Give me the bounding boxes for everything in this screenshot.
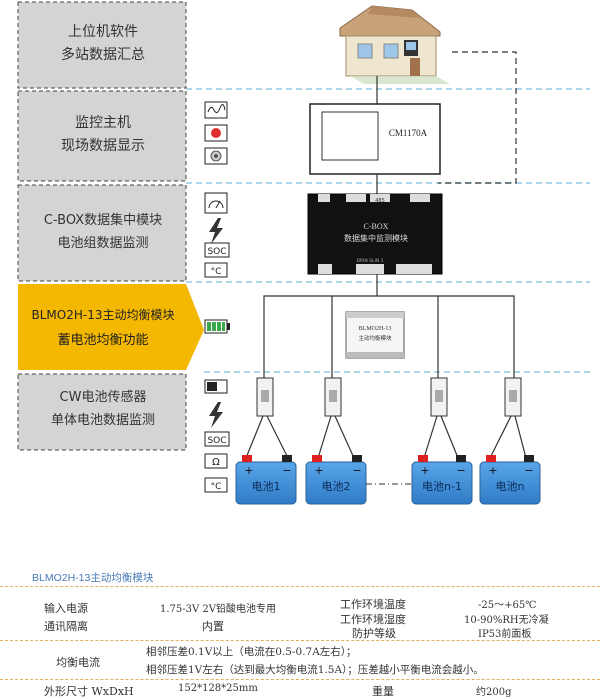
layer-3-line2: 电池组数据监测 [57, 236, 148, 251]
battery-1-label: 电池1 [252, 480, 281, 493]
battery-4-minus: − [524, 464, 533, 477]
monitor-label: CM1170A [389, 128, 428, 138]
battery-3-plus: + [420, 464, 429, 477]
cbox-label-1: C-BOX [364, 222, 389, 231]
cbox-label-2: 数据集中监测模块 [344, 233, 408, 243]
spec-protection-label: 防护等级 [352, 627, 396, 640]
blmo-module [345, 311, 405, 359]
layer-panel-2 [17, 90, 187, 182]
battery-2-minus: − [352, 464, 361, 477]
temperature-icon-2 [204, 477, 228, 493]
battery-1-plus: + [244, 464, 253, 477]
monitor-device [309, 103, 441, 175]
spec-protection-value: IP53前面板 [478, 629, 532, 640]
layer-4-line1: BLMO2H-13主动均衡模块 [32, 308, 175, 322]
layer-2-line2: 现场数据显示 [61, 138, 145, 154]
waveform-icon [204, 101, 228, 119]
spec-title: BLMO2H-13主动均衡模块 [32, 572, 154, 584]
battery-2-plus: + [314, 464, 323, 477]
house-icon [339, 5, 450, 84]
temperature-icon [204, 262, 228, 278]
spec-balance-line-2: 相邻压差1V左右（达到最大均衡电流1.5A）；压差越小平衡电流会越小。 [146, 664, 484, 676]
soc-icon-label-1: SOC [207, 247, 226, 257]
layer-5-line2: 单体电池数据监测 [51, 413, 155, 428]
spec-weight-label: 重量 [372, 685, 394, 698]
temperature-icon-label-1: °C [211, 267, 222, 277]
spec-comm-isolation-value: 内置 [202, 620, 224, 633]
layer-1-line1: 上位机软件 [68, 24, 138, 40]
layer-5-line1: CW电池传感器 [60, 389, 147, 405]
spec-input-power-label: 输入电源 [44, 602, 88, 615]
layer-4-line2: 蓄电池均衡功能 [57, 333, 148, 348]
link-house-cbox-dashed [438, 51, 517, 184]
ohm-icon-label: Ω [212, 457, 220, 468]
battery-4-label: 电池n [496, 480, 525, 493]
layer-2-line1: 监控主机 [75, 115, 131, 131]
soc-icon-label-2: SOC [207, 436, 226, 446]
spec-work-temp-label: 工作环境温度 [340, 598, 406, 611]
battery-sensor-2 [324, 377, 342, 417]
battery-3 [411, 455, 473, 505]
layer-panel-1 [17, 1, 187, 89]
cbox-port-b: DRIN SLIN 1 [356, 258, 383, 264]
spec-input-power-value: 1.75-3V 2V铅酸电池专用 [160, 604, 276, 615]
layer-panel-5 [17, 373, 187, 451]
battery-sensor-1 [256, 377, 274, 417]
battery-sensor-3 [430, 377, 448, 417]
temperature-icon-label-2: °C [211, 482, 222, 492]
layer-panel-3 [17, 184, 187, 282]
battery-1-minus: − [282, 464, 291, 477]
lightning-icon [209, 218, 223, 244]
system-diagram: 上位机软件 多站数据汇总 监控主机 现场数据显示 C-BOX数据集中模块 电池组… [17, 1, 590, 505]
spec-balance-current-label: 均衡电流 [56, 656, 100, 669]
blmo-label-1: BLMO2H-13 [359, 326, 392, 332]
lightning-icon-2 [209, 402, 223, 428]
battery-4-plus: + [488, 464, 497, 477]
soc-icon [204, 242, 230, 258]
battery-4 [479, 455, 541, 505]
spec-section: BLMO2H-13主动均衡模块 输入电源 1.75-3V 2V铅酸电池专用 通讯… [0, 562, 600, 699]
alarm-light-icon [204, 124, 228, 142]
spec-comm-isolation-label: 通讯隔离 [44, 620, 88, 633]
battery-2-label: 电池2 [322, 480, 351, 493]
spec-work-temp-value: -25～+65℃ [478, 600, 537, 611]
blmo-label-2: 主动均衡模块 [358, 334, 392, 342]
battery-3-minus: − [456, 464, 465, 477]
cbox-port-a: 485 [375, 198, 385, 204]
meter-icon [204, 192, 228, 214]
battery-status-icon [204, 379, 228, 394]
camera-icon [204, 147, 228, 165]
layer-panel-4-highlight [18, 284, 204, 370]
spec-dimensions-value: 152*128*25mm [178, 683, 258, 694]
battery-1 [235, 455, 297, 505]
spec-work-humidity-value: 10-90%RH无冷凝 [464, 615, 549, 626]
spec-work-humidity-label: 工作环境湿度 [340, 613, 406, 626]
layer-3-line1: C-BOX数据集中模块 [44, 212, 162, 228]
battery-3-label: 电池n-1 [422, 480, 462, 493]
bus-line [263, 295, 515, 382]
cbox-module [307, 193, 443, 275]
ohm-icon [204, 453, 228, 469]
battery-2 [305, 455, 367, 505]
layer-1-line2: 多站数据汇总 [61, 46, 145, 63]
spec-balance-line-1: 相邻压差0.1V以上（电流在0.5-0.7A左右）； [146, 646, 357, 658]
spec-dimensions-label: 外形尺寸 WxDxH [44, 685, 134, 698]
spec-rule-bottom [0, 679, 600, 680]
sensor-wires [245, 415, 527, 459]
spec-rule-mid [0, 640, 600, 641]
battery-sensor-4 [504, 377, 522, 417]
layer-dividers [186, 88, 590, 373]
spec-weight-value: 约200g [476, 687, 512, 698]
battery-level-icon [204, 319, 230, 334]
soc-icon-2 [204, 431, 230, 447]
spec-rule-top [0, 586, 600, 587]
